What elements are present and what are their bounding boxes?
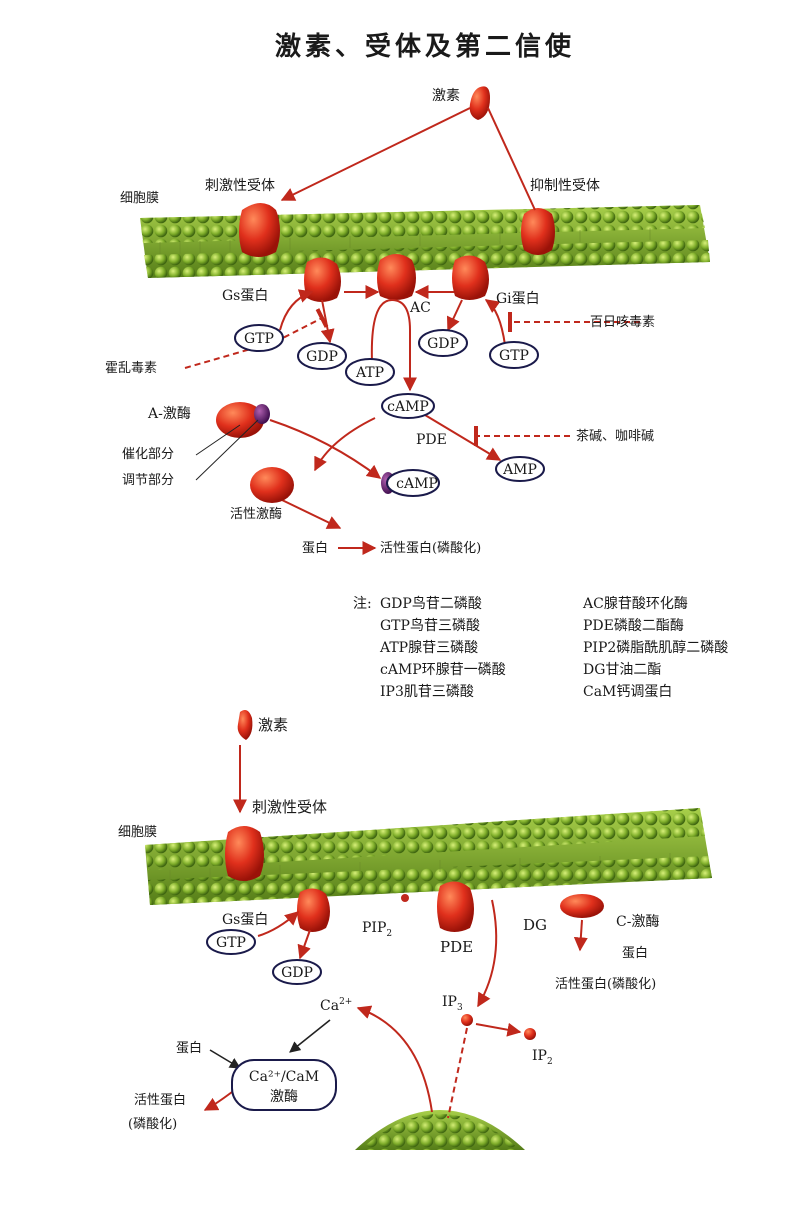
bottom-receptor-shape [225,826,264,881]
label-hormone-top: 激素 [432,87,460,104]
label-gs-top: Gs蛋白 [222,288,268,304]
label-ip2: IP2 [532,1048,553,1067]
label-membrane-bottom: 细胞膜 [118,825,157,840]
note-right-3: DG甘油二酯 [583,662,661,678]
label-ca: Ca2+ [320,997,352,1014]
note-right-1: PDE磷酸二酯酶 [583,618,684,634]
gtp-right-node [489,341,539,369]
label-c-kinase: C-激酶 [616,913,659,930]
label-pip2: PIP2 [362,920,392,939]
label-cam-line1: Ca²⁺/CaM [249,1069,319,1085]
camp-node [381,393,435,419]
note-left-4: IP3肌苷三磷酸 [380,684,474,700]
note-right-0: AC腺苷酸环化酶 [582,596,688,612]
bottom-labels: 激素 刺激性受体 细胞膜 Gs蛋白 GTP GDP PIP2 PDE DG C-… [118,716,659,1132]
stimulatory-receptor-shape [239,203,280,257]
top-cell-membrane [140,205,710,278]
label-pip2-sub: 2 [386,929,392,939]
label-gdp-bottom: GDP [281,965,313,981]
ac-shape [377,254,416,300]
label-regulatory: 调节部分 [122,473,174,488]
label-active-protein-1: 活性蛋白 [134,1092,186,1108]
label-stim-receptor-bottom: 刺激性受体 [252,798,327,816]
active-kinase-shape [250,467,294,503]
diagram-title: 激素、受体及第二信使 [275,31,575,62]
label-protein-top: 蛋白 [302,540,328,556]
label-gdp-right: GDP [427,336,459,352]
note-left-1: GTP鸟苷三磷酸 [380,618,480,634]
bottom-hormone-shape [237,710,253,740]
inhibitory-receptor-shape [521,208,555,255]
label-active-protein-top: 活性蛋白(磷酸化) [380,540,481,556]
note-right-4: CaM钙调蛋白 [583,684,672,700]
label-atp: ATP [355,365,384,381]
label-ip3-sub: 3 [457,1003,463,1013]
camp-bound-node [386,469,440,497]
gtp-left-node [234,324,284,352]
label-stim-receptor-top: 刺激性受体 [205,177,275,194]
bottom-gtp-node [206,929,256,955]
atp-node [345,358,395,386]
label-theophylline: 茶碱、咖啡碱 [576,428,654,444]
gs-protein-shape [304,257,341,302]
label-camp-bound: cAMP [396,476,438,492]
notes-block: 注: GDP鸟苷二磷酸 GTP鸟苷三磷酸 ATP腺苷三磷酸 cAMP环腺苷一磷酸… [353,596,728,700]
ip3-molecule [461,1014,473,1026]
gi-protein-shape [452,255,489,300]
c-kinase-shape [560,894,604,918]
label-active-kinase: 活性激酶 [230,506,282,522]
a-kinase-shape [216,402,264,438]
label-cholera: 霍乱毒素 [105,361,157,376]
label-cam-line2: 激酶 [270,1088,298,1105]
amp-node [495,456,545,482]
bottom-gdp-node [272,959,322,985]
bottom-arrows [203,745,588,1119]
label-ac: AC [409,300,431,316]
label-protein-bottom: 蛋白 [176,1040,202,1056]
note-left-3: cAMP环腺苷一磷酸 [380,662,506,678]
bottom-gs-shape [297,888,330,932]
label-gtp-bottom: GTP [216,935,246,951]
gdp-right-node [418,329,468,357]
label-dg: DG [523,916,547,934]
label-gs-bottom: Gs蛋白 [222,912,268,928]
gdp-left-node [297,342,347,370]
label-catalytic: 催化部分 [122,447,174,462]
note-right-2: PIP2磷脂酰肌醇二磷酸 [583,639,728,656]
note-left-0: GDP鸟苷二磷酸 [380,596,482,612]
label-camp: cAMP [387,399,429,415]
label-pde-top: PDE [416,432,447,448]
top-labels: 激素 细胞膜 刺激性受体 抑制性受体 Gs蛋白 AC Gi蛋白 百日咳毒素 霍乱… [105,87,655,556]
label-active-protein-2: (磷酸化) [128,1117,177,1132]
er-mound [355,1110,525,1150]
bottom-cell-membrane [145,808,712,905]
label-ip2-sub: 2 [547,1057,553,1067]
label-ip3: IP3 [442,994,463,1013]
regulatory-subunit-shape [254,404,270,424]
top-hormone-shape [469,86,490,120]
label-c-active: 活性蛋白(磷酸化) [555,976,656,992]
label-gtp-right: GTP [499,348,529,364]
bottom-pde-shape [437,881,474,932]
label-pde-bottom: PDE [440,938,473,956]
label-pertussis: 百日咳毒素 [590,315,655,330]
label-a-kinase: A-激酶 [147,405,191,422]
label-ca-sup: 2+ [339,997,352,1007]
cam-kinase-box [231,1059,337,1111]
label-hormone-bottom: 激素 [258,716,288,734]
label-c-protein: 蛋白 [622,945,648,961]
notes-prefix: 注: [353,596,372,612]
label-inhib-receptor: 抑制性受体 [530,178,600,194]
label-membrane-top: 细胞膜 [120,191,159,206]
label-gdp-left: GDP [306,349,338,365]
label-gi: Gi蛋白 [496,291,540,307]
note-left-2: ATP腺苷三磷酸 [379,640,478,656]
pip2-marker [401,894,409,902]
label-amp: AMP [502,462,537,478]
label-gtp-left: GTP [244,331,274,347]
top-arrows [184,107,640,555]
ip2-molecule [524,1028,536,1040]
